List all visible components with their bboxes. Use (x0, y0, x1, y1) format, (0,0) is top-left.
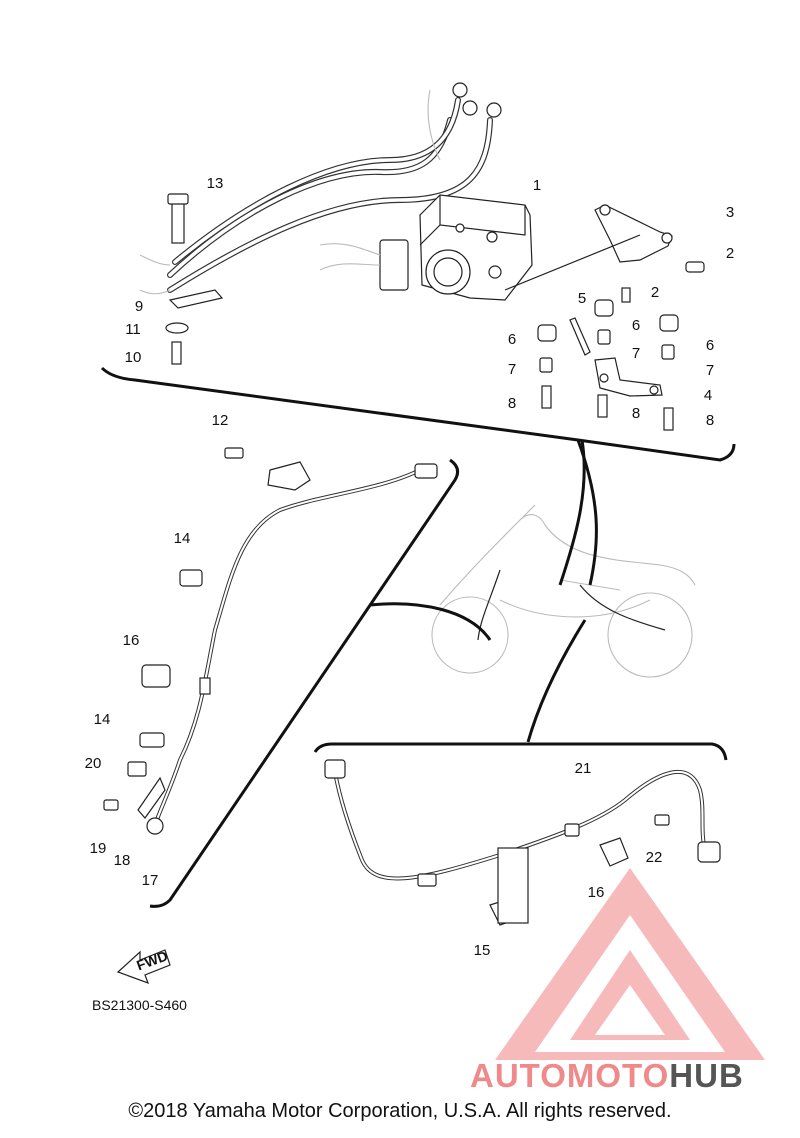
callout-17: 17 (142, 872, 159, 889)
forward-arrow-icon: FWD (116, 947, 171, 985)
callout-16: 16 (123, 632, 140, 649)
watermark-text-hub: HUB (669, 1057, 744, 1094)
callout-8: 8 (508, 395, 516, 412)
front-sensor-harness (103, 447, 438, 835)
callout-14: 14 (174, 530, 191, 547)
callout-8: 8 (706, 412, 714, 429)
damper-set (537, 261, 705, 431)
callout-6: 6 (508, 331, 516, 348)
callout-7: 7 (508, 361, 516, 378)
abs-bracket-lower (594, 357, 663, 397)
watermark-text-main: AUTOMOTO (470, 1057, 669, 1094)
hose-holder-parts (165, 193, 224, 365)
callout-5: 5 (578, 290, 586, 307)
callout-4: 4 (704, 387, 712, 404)
callout-15: 15 (474, 942, 491, 959)
callout-22: 22 (646, 849, 663, 866)
copyright-notice: ©2018 Yamaha Motor Corporation, U.S.A. A… (128, 1100, 672, 1122)
callout-21: 21 (575, 760, 592, 777)
callout-12: 12 (212, 412, 229, 429)
rear-sensor-panel (313, 742, 728, 761)
callout-6: 6 (632, 317, 640, 334)
callout-1: 1 (533, 177, 541, 194)
watermark-wordmark: AUTOMOTOHUB (470, 1057, 744, 1094)
front-sensor-panel (149, 458, 460, 908)
callout-9: 9 (135, 298, 143, 315)
rear-sensor-harness (324, 759, 721, 926)
callout-18: 18 (114, 852, 131, 869)
callout-16: 16 (588, 884, 605, 901)
callout-8: 8 (632, 405, 640, 422)
brake-hoses (139, 82, 502, 295)
abs-hydraulic-unit (319, 194, 533, 301)
callout-11: 11 (125, 321, 141, 338)
callout-7: 7 (632, 345, 640, 362)
callout-2: 2 (651, 284, 659, 301)
abs-bracket-upper (504, 204, 673, 291)
location-leaders (369, 439, 598, 743)
watermark-logo-icon (495, 868, 765, 1060)
callout-13: 13 (207, 175, 224, 192)
callout-6: 6 (706, 337, 714, 354)
callout-2: 2 (726, 245, 734, 262)
callout-19: 19 (90, 840, 107, 857)
callout-7: 7 (706, 362, 714, 379)
callout-14: 14 (94, 711, 111, 728)
callout-3: 3 (726, 204, 734, 221)
diagram-code: BS21300-S460 (92, 997, 187, 1013)
callout-10: 10 (125, 349, 142, 366)
motorcycle-silhouette (431, 504, 696, 678)
callout-20: 20 (85, 755, 102, 772)
